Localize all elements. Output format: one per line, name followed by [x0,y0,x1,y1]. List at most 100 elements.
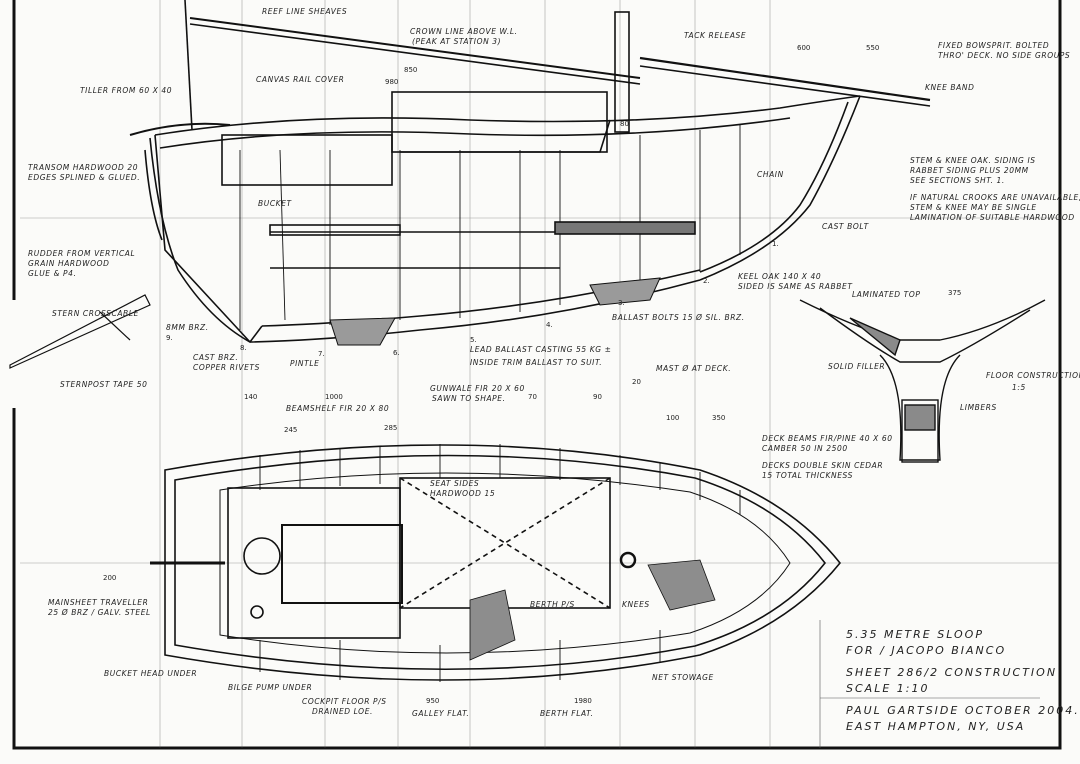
label-bucket-head: BUCKET HEAD UNDER [104,669,197,678]
label-mainsheet: MAINSHEET TRAVELLER [48,598,148,607]
station-8: 8. [240,344,247,352]
label-bolt-brz: 8MM BRZ. [166,323,209,332]
label-galley-flat: GALLEY FLAT. [412,709,469,718]
label-decks: DECKS DOUBLE SKIN CEDAR [762,461,883,470]
dim-90: 90 [593,393,602,401]
station-7: 7. [318,350,325,358]
label-berth-flat: BERTH FLAT. [540,709,593,718]
lead-ballast [329,277,661,346]
label-tack-release: TACK RELEASE [684,31,746,40]
label-stem-knee-4: IF NATURAL CROOKS ARE UNAVAILABLE, [910,193,1080,202]
label-solid-filler: SOLID FILLER [828,362,885,371]
title-block: 5.35 METRE SLOOP FOR / JACOPO BIANCO SHE… [819,620,1078,748]
dim-600: 600 [797,44,810,52]
hull-profile [129,0,931,344]
dim-140: 140 [244,393,257,401]
label-seat-sides: SEAT SIDES [430,479,479,488]
title-scale: SCALE 1:10 [846,682,929,695]
label-berth: BERTH P/S [530,600,575,609]
tiller [129,122,231,136]
label-fixed-bowsprit: FIXED BOWSPRIT. BOLTED [938,41,1049,50]
dim-375: 375 [948,289,961,297]
dim-200: 200 [103,574,116,582]
station-numbers: 1. 2. 3. 4. 5. 6. 7. 8. 9. [166,240,779,358]
dim-70: 70 [528,393,537,401]
label-pintle: PINTLE [290,359,319,368]
station-9: 9. [166,334,173,342]
dim-950: 950 [426,697,439,705]
label-floor-scale: 1:5 [1012,383,1026,392]
floor-section [799,299,1046,463]
dim-80: 80 [620,120,629,128]
station-2: 2. [703,277,710,285]
label-lead-ballast: LEAD BALLAST CASTING 55 KG ± [470,345,612,354]
label-limbers: LIMBERS [960,403,997,412]
station-4: 4. [546,321,553,329]
station-1: 1. [772,240,779,248]
label-deck-beams-2: CAMBER 50 IN 2500 [762,444,848,453]
label-rudder-3: GLUE & P4. [28,269,77,278]
label-stem-knee: STEM & KNEE OAK. SIDING IS [910,156,1036,165]
plan-sheer [164,444,842,681]
label-rudder: RUDDER FROM VERTICAL [28,249,135,258]
label-seat-sides-2: HARDWOOD 15 [430,489,495,498]
dim-850: 850 [404,66,417,74]
label-beam-shelf: BEAMSHELF FIR 20 X 80 [286,404,389,413]
dim-980: 980 [385,78,398,86]
label-reef-line: REEF LINE SHEAVES [262,7,347,16]
dim-1980: 1980 [574,697,592,705]
label-transom-2: EDGES SPLINED & GLUED. [28,173,140,182]
rudder [149,137,263,344]
title-design: 5.35 METRE SLOOP [846,628,984,641]
gaff [189,17,641,79]
station-5: 5. [470,336,477,344]
sheet-border [12,0,1062,750]
label-keel: KEEL OAK 140 X 40 [738,272,821,281]
label-cockpit-floor: COCKPIT FLOOR P/S [302,697,387,706]
bowsprit [639,56,931,102]
label-stem-knee-3: SEE SECTIONS SHT. 1. [910,176,1005,185]
dim-550: 550 [866,44,879,52]
label-sternpost: STERNPOST TAPE 50 [60,380,147,389]
station-6: 6. [393,349,400,357]
label-cast-brz: CAST BRZ. [193,353,238,362]
dim-350: 350 [712,414,725,422]
dim-285: 285 [384,424,397,432]
title-location: EAST HAMPTON, NY, USA [846,720,1025,733]
label-copper-rivets: COPPER RIVETS [193,363,260,372]
dim-100: 100 [666,414,679,422]
dim-245: 245 [284,426,297,434]
label-cockpit-floor-2: DRAINED LOE. [312,707,373,716]
label-stern-crosscable: STERN CROSSCABLE [52,309,139,318]
mast [614,11,630,133]
label-canvas-rail: CANVAS RAIL COVER [256,75,344,84]
label-chain: CHAIN [757,170,784,179]
title-sheet: SHEET 286/2 CONSTRUCTION [846,666,1057,679]
dim-1000: 1000 [325,393,343,401]
label-mast-at-deck: MAST Ø AT DECK. [656,364,731,373]
title-for: FOR / JACOPO BIANCO [846,644,1006,657]
label-cast-bolt: CAST BOLT [822,222,870,231]
label-laminated-top: LAMINATED TOP [852,290,920,299]
label-mainsheet-2: 25 Ø BRZ / GALV. STEEL [48,608,151,617]
deck-plan [150,444,842,682]
label-rudder-2: GRAIN HARDWOOD [28,259,110,268]
label-stem-knee-6: LAMINATION OF SUITABLE HARDWOOD [910,213,1075,222]
label-bucket: BUCKET [258,199,293,208]
label-transom: TRANSOM HARDWOOD 20 [28,163,138,172]
label-stem-knee-5: STEM & KNEE MAY BE SINGLE [910,203,1037,212]
label-decks-2: 15 TOTAL THICKNESS [762,471,853,480]
dimension-labels: 600 550 140 1000 245 285 70 90 100 350 3… [103,44,961,705]
label-floor-construction: FLOOR CONSTRUCTION [986,371,1080,380]
label-knees: KNEES [622,600,650,609]
label-ballast-bolts: BALLAST BOLTS 15 Ø SIL. BRZ. [612,313,745,322]
label-crown-line: CROWN LINE ABOVE W.L. [410,27,518,36]
label-bilge-pump: BILGE PUMP UNDER [228,683,312,692]
label-fixed-bowsprit-2: THRO' DECK. NO SIDE GROUPS [938,51,1070,60]
laminated-top-hatch [849,317,901,357]
station-grid [20,0,1060,748]
stem [699,95,861,281]
label-gunwale-2: SAWN TO SHAPE. [432,394,506,403]
plan-hatching [469,559,716,661]
